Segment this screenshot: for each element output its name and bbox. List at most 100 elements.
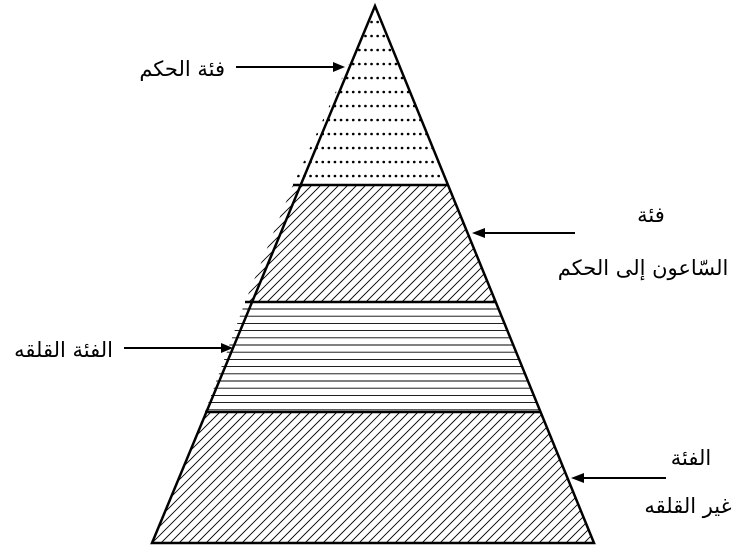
hatch-line: [178, 412, 311, 543]
hatch-line: [205, 412, 338, 543]
hatch-line: [421, 412, 554, 543]
hatch-line: [322, 412, 455, 543]
hatch-line: [214, 412, 347, 543]
hatch-line: [519, 185, 636, 302]
hatch-line: [356, 185, 475, 302]
hatch-line: [510, 185, 627, 302]
pyramid-outline: [150, 2, 596, 545]
hatch-line: [347, 185, 466, 302]
hatch-line: [152, 412, 239, 543]
hatch-line: [482, 185, 496, 302]
hatch-line: [232, 412, 365, 543]
hatch-line: [245, 185, 322, 302]
hatch-line: [448, 412, 581, 543]
arrow-ruling: [236, 62, 345, 72]
hatch-line: [383, 185, 496, 302]
hatch-line: [187, 412, 320, 543]
hatch-line: [152, 412, 257, 543]
hatch-line: [349, 412, 482, 543]
hatch-line: [304, 412, 437, 543]
hatch-line: [250, 412, 383, 543]
hatch-line: [376, 412, 509, 543]
hatch-line: [674, 412, 734, 543]
hatch-line: [573, 185, 690, 302]
hatch-line: [152, 412, 221, 543]
hatch-line: [556, 412, 594, 543]
hatch-line: [277, 412, 410, 543]
hatch-line: [501, 185, 618, 302]
hatch-line: [268, 412, 401, 543]
hatch-line: [692, 412, 734, 543]
hatch-line: [245, 185, 331, 302]
hatch-line: [245, 185, 250, 302]
hatch-line: [484, 412, 594, 543]
hatch-line: [412, 412, 545, 543]
hatch-line: [152, 412, 248, 543]
hatch-line: [385, 412, 518, 543]
hatch-line: [284, 185, 403, 302]
hatch-line: [311, 185, 430, 302]
hatch-line: [728, 412, 734, 543]
hatch-line: [259, 412, 392, 543]
hatch-line: [446, 185, 496, 302]
hatch-line: [320, 185, 439, 302]
hatch-line: [152, 412, 212, 543]
hatch-line: [275, 185, 394, 302]
hatch-line: [248, 185, 367, 302]
hatch-line: [455, 185, 496, 302]
tier-ruling: [293, 20, 448, 178]
hatch-line: [245, 185, 259, 302]
hatch-line: [295, 412, 428, 543]
hatch-line: [152, 412, 158, 543]
hatch-line: [160, 412, 293, 543]
hatch-line: [302, 185, 421, 302]
hatch-line: [656, 412, 734, 543]
hatch-line: [313, 412, 446, 543]
arrow-anxious: [124, 343, 233, 353]
hatch-line: [245, 185, 358, 302]
hatch-line: [419, 185, 496, 302]
hatch-line: [245, 185, 304, 302]
hatch-line: [152, 412, 275, 543]
hatch-line: [338, 185, 457, 302]
hatch-line: [286, 412, 419, 543]
hatch-line: [123, 185, 240, 302]
horizontal-line-fill: [205, 308, 540, 411]
hatch-line: [358, 412, 491, 543]
hatch-line: [430, 412, 563, 543]
dotted-fill: [293, 20, 448, 178]
hatch-line: [152, 412, 284, 543]
hatch-fill: [123, 185, 726, 302]
tier-anxious: [205, 308, 540, 411]
hatch-line: [365, 185, 484, 302]
hatch-line: [392, 185, 496, 302]
hatch-line: [196, 412, 329, 543]
hatch-line: [683, 412, 734, 543]
hatch-line: [528, 185, 645, 302]
hatch-line: [719, 412, 734, 543]
hatch-line: [17, 412, 148, 543]
label-non-anxious-line2: غير القلقه: [644, 494, 731, 519]
hatch-line: [410, 185, 496, 302]
hatch-line: [169, 412, 302, 543]
hatch-line: [529, 412, 594, 543]
hatch-line: [665, 412, 734, 543]
hatch-line: [547, 412, 594, 543]
hatch-line: [367, 412, 500, 543]
hatch-line: [493, 412, 594, 543]
hatch-line: [609, 185, 726, 302]
label-anxious: الفئة القلقه: [14, 338, 113, 362]
hatch-line: [241, 412, 374, 543]
hatch-line: [401, 185, 496, 302]
hatch-line: [245, 185, 349, 302]
hatch-line: [340, 412, 473, 543]
hatch-line: [152, 412, 194, 543]
hatch-line: [473, 185, 496, 302]
arrow-non-anxious: [571, 473, 666, 483]
hatch-line: [257, 185, 376, 302]
hatch-line: [538, 412, 594, 543]
hatch-line: [152, 412, 203, 543]
hatch-line: [701, 412, 734, 543]
